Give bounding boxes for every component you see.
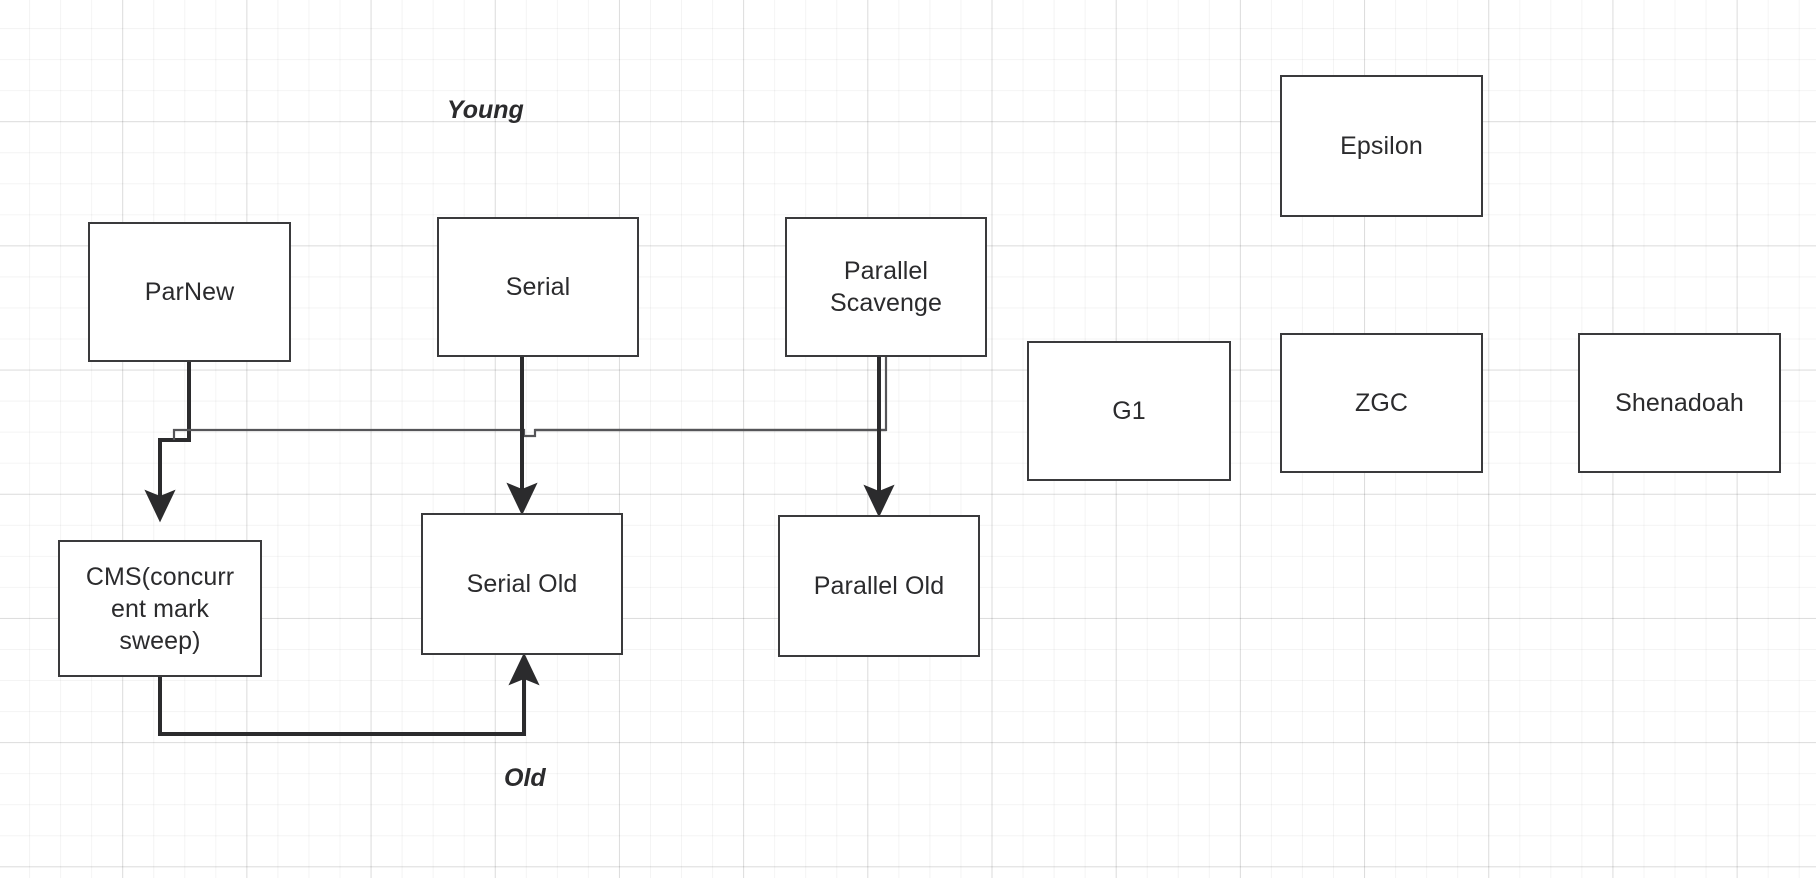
zone-label-young: Young [447, 96, 524, 124]
node-label: Epsilon [1340, 132, 1423, 160]
node-parnew[interactable]: ParNew [88, 222, 291, 362]
node-shenadoah[interactable]: Shenadoah [1578, 333, 1781, 473]
node-epsilon[interactable]: Epsilon [1280, 75, 1483, 217]
node-label: Serial Old [466, 570, 578, 598]
edge-parnew-to-cms [144, 362, 191, 523]
zone-label-old: Old [504, 764, 546, 792]
node-parallel-scavenge[interactable]: Parallel Scavenge [785, 217, 987, 357]
node-label: Serial [505, 273, 571, 301]
node-label: Shenadoah [1615, 389, 1744, 417]
node-zgc[interactable]: ZGC [1280, 333, 1483, 473]
node-serial[interactable]: Serial [437, 217, 639, 357]
node-label: Parallel Scavenge [830, 257, 942, 317]
node-label: CMS(concurr ent mark sweep) [85, 562, 235, 655]
node-g1[interactable]: G1 [1027, 341, 1231, 481]
node-cms[interactable]: CMS(concurr ent mark sweep) [58, 540, 262, 677]
edge-parallel-scavenge-to-cms [172, 357, 888, 440]
node-label: ParNew [144, 278, 235, 306]
node-label: Parallel Old [813, 572, 945, 600]
node-serial-old[interactable]: Serial Old [421, 513, 623, 655]
node-label: G1 [1112, 397, 1146, 425]
node-label: ZGC [1354, 389, 1409, 417]
node-parallel-old[interactable]: Parallel Old [778, 515, 980, 657]
